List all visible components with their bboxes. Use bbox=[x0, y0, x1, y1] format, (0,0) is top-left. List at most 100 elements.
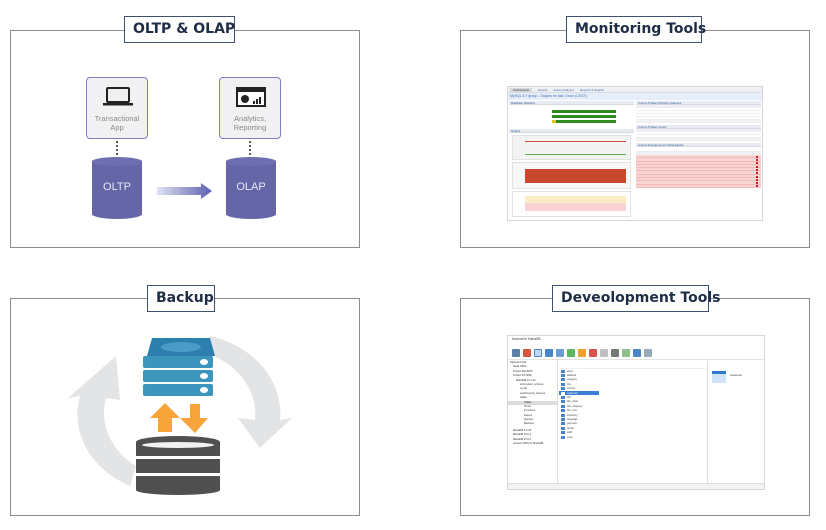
user-icon[interactable] bbox=[578, 348, 586, 357]
database-icon bbox=[136, 436, 220, 495]
connector-dots bbox=[249, 141, 251, 155]
oltp-olap-panel bbox=[10, 30, 360, 248]
dev-tools-title: Deveolopment Tools bbox=[552, 285, 720, 312]
table-row[interactable]: city bbox=[559, 382, 706, 386]
event-row[interactable] bbox=[636, 181, 761, 185]
connection-tree: Navicat Cloud Head Office Project MH-987… bbox=[508, 361, 558, 483]
tree-item[interactable]: Events bbox=[524, 413, 532, 417]
table-row[interactable]: actor bbox=[559, 369, 706, 373]
cycle-arrows-icon bbox=[68, 336, 292, 486]
analytics-label: Analytics, Reporting bbox=[233, 114, 267, 132]
monitoring-title: Monitoring Tools bbox=[566, 16, 706, 43]
new-query-icon[interactable] bbox=[523, 348, 531, 357]
tree-item[interactable]: Navicat Cloud bbox=[510, 361, 527, 364]
tree-item[interactable]: Backups bbox=[524, 422, 534, 426]
backup-icon[interactable] bbox=[611, 348, 619, 357]
transactional-app-label: Transactional App bbox=[94, 114, 140, 132]
monitoring-breadcrumb: MySQL 5.7 group - Graphs for last 1 hour… bbox=[508, 93, 762, 100]
tree-item[interactable]: MariaDB 10.1.22 bbox=[516, 378, 536, 382]
event-row[interactable] bbox=[636, 184, 761, 188]
event-row[interactable] bbox=[636, 161, 761, 165]
server-icon bbox=[143, 338, 215, 396]
tree-item[interactable]: Head Office bbox=[513, 365, 527, 369]
nav-events[interactable]: Events bbox=[538, 87, 548, 92]
olap-database: OLAP bbox=[226, 157, 276, 219]
tree-item[interactable]: MariaDB 10.0.4 bbox=[513, 433, 532, 437]
table-row-selected[interactable]: customer bbox=[559, 390, 599, 396]
report-icon[interactable] bbox=[600, 348, 608, 357]
graphs-header: Graphs bbox=[509, 129, 634, 133]
tree-item[interactable]: MariaDB 10.2.0 bbox=[513, 437, 532, 441]
table-row[interactable]: staff bbox=[559, 430, 706, 435]
chart-icon[interactable] bbox=[644, 348, 652, 357]
oltp-label: OLTP bbox=[103, 181, 131, 193]
model-icon[interactable] bbox=[633, 348, 641, 357]
dev-tools-screenshot: Navicat for MariaDB Navicat Cloud Head O… bbox=[507, 335, 765, 490]
connector-dots bbox=[116, 141, 118, 155]
dev-status-bar bbox=[508, 483, 764, 489]
tree-item[interactable]: Views bbox=[524, 404, 531, 408]
problem-instances-header: Current Problem MySQL Instances bbox=[636, 101, 761, 105]
tree-item[interactable]: Amazon RDS for MariaDB bbox=[513, 442, 544, 446]
tree-item[interactable]: MariaDB 5.5.49 bbox=[513, 428, 532, 432]
etl-arrow-icon bbox=[157, 183, 212, 199]
tree-item[interactable]: sakila bbox=[520, 396, 527, 400]
tree-item[interactable]: Project DT-0052 bbox=[513, 374, 532, 378]
tree-item[interactable]: Functions bbox=[524, 409, 536, 413]
table-info-icon bbox=[712, 371, 726, 383]
event-row[interactable] bbox=[636, 158, 761, 162]
critical-events-header: Current Emergency & Critical Events bbox=[636, 143, 761, 147]
table-row[interactable]: payment bbox=[559, 422, 706, 426]
view-icon[interactable] bbox=[545, 348, 553, 357]
nav-dashboards[interactable]: Dashboards bbox=[510, 87, 533, 92]
tree-item[interactable]: Queries bbox=[524, 418, 534, 422]
backup-illustration bbox=[68, 336, 292, 495]
connection-icon[interactable] bbox=[512, 348, 520, 357]
tree-item[interactable]: performance_schema bbox=[520, 391, 546, 395]
table-row[interactable]: film_actor bbox=[559, 400, 706, 404]
table-icon[interactable] bbox=[534, 348, 542, 357]
table-row[interactable]: film_text bbox=[559, 409, 706, 413]
backup-title: Backup bbox=[147, 285, 215, 312]
query-icon[interactable] bbox=[589, 348, 597, 357]
analytics-dashboard-icon bbox=[236, 87, 266, 107]
nav-reports[interactable]: Reports & Graphs bbox=[579, 87, 604, 92]
oltp-database: OLTP bbox=[92, 157, 142, 219]
tree-item[interactable]: information_schema bbox=[520, 382, 544, 386]
event-row[interactable] bbox=[636, 171, 761, 175]
object-info-pane: customer bbox=[707, 361, 764, 483]
sync-arrows-icon bbox=[150, 403, 208, 433]
db-stats-header: Database Statistics bbox=[509, 101, 634, 105]
function-icon[interactable] bbox=[556, 348, 564, 357]
table-row[interactable]: store bbox=[559, 435, 706, 439]
table-row[interactable]: film bbox=[559, 395, 706, 400]
table-row[interactable]: film_category bbox=[559, 404, 706, 408]
tree-item[interactable]: Tables bbox=[508, 400, 557, 405]
problem-hosts-header: Current Problem Hosts bbox=[636, 125, 761, 129]
nav-query-analyzer[interactable]: Query Analyzer bbox=[553, 87, 574, 92]
dev-window-title: Navicat for MariaDB bbox=[512, 337, 541, 341]
activity-graph bbox=[512, 162, 631, 189]
analytics-box: Analytics, Reporting bbox=[219, 77, 281, 139]
event-icon[interactable] bbox=[567, 348, 575, 357]
event-row[interactable] bbox=[636, 174, 761, 179]
table-row[interactable]: rental bbox=[559, 426, 706, 430]
monitoring-screenshot: Dashboards Events Query Analyzer Reports… bbox=[507, 86, 763, 221]
olap-label: OLAP bbox=[236, 181, 266, 193]
table-row[interactable]: address bbox=[559, 373, 706, 378]
oltp-olap-title: OLTP & OLAP bbox=[124, 16, 235, 43]
monitoring-left-column: Database Statistics Graphs bbox=[509, 101, 634, 220]
table-row[interactable]: category bbox=[559, 378, 706, 382]
table-row[interactable]: inventory bbox=[559, 413, 706, 417]
event-row[interactable] bbox=[636, 178, 761, 182]
event-row[interactable] bbox=[636, 164, 761, 169]
event-row[interactable] bbox=[636, 155, 761, 159]
tree-item[interactable]: mysql bbox=[520, 387, 527, 391]
event-row[interactable] bbox=[636, 168, 761, 172]
connections-graph bbox=[512, 135, 631, 160]
tree-item[interactable]: Project MH-9870 bbox=[513, 369, 533, 373]
table-list: actor address category city country cust… bbox=[559, 361, 706, 483]
table-row[interactable]: language bbox=[559, 417, 706, 421]
schedule-icon[interactable] bbox=[622, 348, 630, 357]
table-row[interactable]: country bbox=[559, 387, 706, 391]
